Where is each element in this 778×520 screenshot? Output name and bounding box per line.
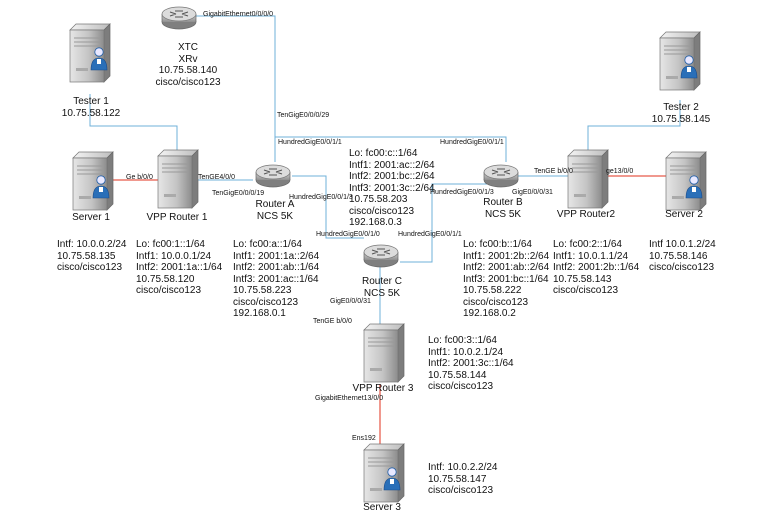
vpp1-info: Lo: fc00:1::1/64 Intf1: 10.0.0.1/24 Intf…	[136, 239, 223, 296]
tester1-server-icon	[69, 23, 111, 83]
link-routerA-routerC	[292, 175, 364, 239]
vpp3-gig13-interface-label: GigabitEthernet13/0/0	[315, 395, 384, 402]
server2-info: Intf 10.0.1.2/24 10.75.58.146 cisco/cisc…	[649, 239, 716, 273]
links	[89, 15, 681, 446]
vpp2-tenge-interface-label: TenGE b/0/0	[534, 168, 573, 175]
tester2-label: Tester 2 10.75.58.145	[651, 102, 711, 125]
tester1-label: Tester 1 10.75.58.122	[61, 96, 121, 119]
vpp2-label: VPP Router2	[556, 209, 616, 220]
xtc-label: XTC XRv 10.75.58.140 cisco/cisco123	[155, 42, 221, 88]
routerA-router-icon	[255, 164, 291, 188]
server3-ens-interface-label: Ens192	[352, 435, 376, 442]
vpp3-tenge-interface-label: TenGE b/0/0	[313, 318, 352, 325]
routerC-label: Router C NCS 5K	[361, 276, 403, 299]
routerB-hun13-interface-label: HundredGigE0/0/1/3	[430, 189, 494, 196]
link-tester2-vpp2	[587, 100, 681, 156]
server1-ge-interface-label: Ge b/0/0	[126, 174, 153, 181]
routerC-info: Lo: fc00:c::1/64 Intf1: 2001:ac::2/64 In…	[349, 148, 435, 228]
routerB-info: Lo: fc00:b::1/64 Intf1: 2001:2b::2/64 In…	[463, 239, 550, 319]
routerB-router-icon	[483, 164, 519, 188]
vpp2-ge13-interface-label: ge13/0/0	[606, 168, 634, 175]
server3-server-icon	[363, 443, 405, 503]
server2-server-icon	[665, 151, 707, 211]
routerA-hun111-interface-label: HundredGigE0/0/1/1	[278, 139, 342, 146]
link-xtc-routerA	[196, 15, 276, 162]
server2-label: Server 2	[665, 209, 703, 220]
vpp1-tenge-interface-label: TenGE4/0/0	[198, 174, 235, 181]
vpp1-label: VPP Router 1	[146, 212, 208, 223]
server1-info: Intf: 10.0.0.2/24 10.75.58.135 cisco/cis…	[57, 239, 127, 273]
link-routerB-routerC	[400, 183, 493, 263]
vpp3-server-icon	[363, 323, 405, 383]
vpp1-server-icon	[157, 149, 199, 209]
routerC-hun10-interface-label: HundredGigE0/0/1/0	[316, 231, 380, 238]
vpp3-info: Lo: fc00:3::1/64 Intf1: 10.0.2.1/24 Intf…	[428, 335, 514, 392]
routerC-router-icon	[363, 244, 399, 268]
server3-info: Intf: 10.0.2.2/24 10.75.58.147 cisco/cis…	[428, 462, 498, 496]
routerA-teng19-interface-label: TenGigE0/0/0/19	[212, 190, 265, 197]
vpp2-info: Lo: fc00:2::1/64 Intf1: 10.0.1.1/24 Intf…	[553, 239, 640, 296]
routerB-hun011-interface-label: HundredGigE0/0/1/1	[440, 139, 504, 146]
routerA-hun13-interface-label: HundredGigE0/0/1/3	[289, 194, 353, 201]
server1-label: Server 1	[72, 212, 110, 223]
routerA-label: Router A NCS 5K	[255, 199, 295, 222]
routerB-gig31-interface-label: GigE0/0/0/31	[512, 189, 553, 196]
routerA-teng29-interface-label: TenGigE0/0/0/29	[277, 112, 330, 119]
link-tester1-vpp1	[89, 94, 178, 156]
xtc-router-icon	[161, 6, 197, 30]
vpp2-server-icon	[567, 149, 609, 209]
link-routerA-routerB-top	[274, 136, 507, 162]
server3-label: Server 3	[363, 502, 401, 513]
routerC-gig31-interface-label: GigE0/0/0/31	[330, 298, 371, 305]
xtc-gig-interface-label: GigabitEthernet0/0/0/0	[203, 11, 274, 18]
server1-server-icon	[72, 151, 114, 211]
tester2-server-icon	[659, 31, 701, 91]
routerC-hun11-interface-label: HundredGigE0/0/1/1	[398, 231, 462, 238]
routerB-label: Router B NCS 5K	[483, 197, 523, 220]
vpp3-label: VPP Router 3	[352, 383, 414, 394]
routerA-info: Lo: fc00:a::1/64 Intf1: 2001:1a::2/64 In…	[233, 239, 320, 319]
